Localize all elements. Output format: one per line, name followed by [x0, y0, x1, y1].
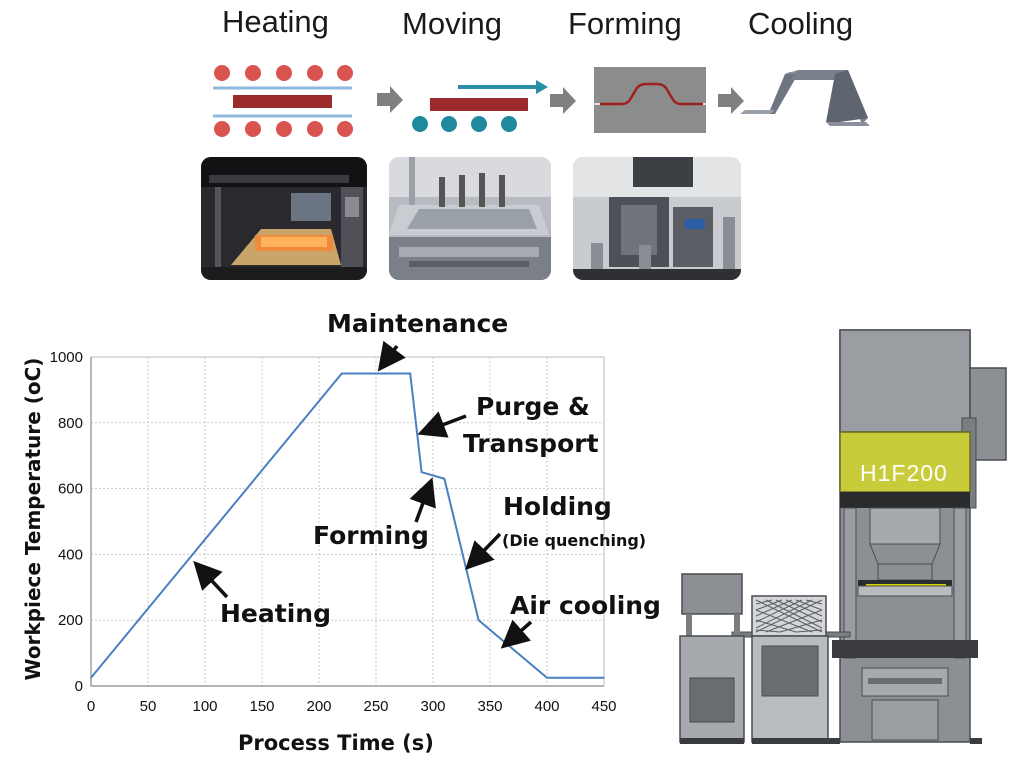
photo-forming-press	[573, 157, 741, 280]
x-tick-label: 350	[477, 698, 502, 715]
stage-label-cooling: Cooling	[748, 6, 854, 41]
hot-stamping-press-illustration	[679, 329, 1007, 744]
y-axis-label-text: Workpiece Temperature (oC)	[21, 357, 45, 681]
moving-schematic	[412, 80, 548, 132]
temperature-data-point	[90, 676, 92, 679]
process-schematic	[213, 65, 870, 137]
stage-label-heating: Heating	[222, 4, 329, 39]
y-tick-label: 800	[58, 415, 83, 432]
photo-heating-furnace	[201, 157, 367, 280]
forming-schematic	[594, 67, 706, 133]
x-tick-label: 300	[420, 698, 445, 715]
temperature-data-point	[420, 471, 423, 473]
temperature-data-point	[341, 372, 343, 375]
temperature-data-point	[477, 619, 480, 621]
press-model-label: H1F200	[860, 460, 948, 486]
x-tick-label: 150	[249, 698, 274, 715]
process-arrow-3	[718, 87, 744, 114]
press-yellow-band	[839, 431, 971, 493]
y-axis-label: Workpiece Temperature (oC)	[21, 354, 45, 684]
x-tick-label: 450	[591, 698, 616, 715]
photo-moving-transfer	[389, 157, 551, 280]
annotation-purge-line1: Purge &	[476, 392, 590, 421]
y-tick-label: 1000	[50, 349, 83, 366]
x-tick-label: 0	[87, 698, 95, 715]
x-tick-label: 400	[534, 698, 559, 715]
temperature-data-point	[409, 372, 412, 375]
annotation-maintenance: Maintenance	[327, 309, 509, 338]
y-tick-label: 600	[58, 481, 83, 498]
stage-label-moving: Moving	[402, 6, 502, 41]
x-axis-label: Process Time (s)	[238, 731, 434, 755]
annotation-forming: Forming	[313, 521, 429, 550]
annotation-holding-sub: (Die quenching)	[502, 531, 647, 550]
y-tick-label: 0	[75, 678, 83, 695]
x-tick-label: 250	[363, 698, 388, 715]
y-tick-label: 400	[58, 546, 83, 563]
annotation-holding: Holding	[503, 492, 612, 521]
stage-label-forming: Forming	[568, 6, 682, 41]
x-tick-label: 50	[140, 698, 157, 715]
annotation-air-cooling: Air cooling	[510, 591, 661, 620]
process-arrow-2	[550, 87, 576, 114]
heating-schematic	[213, 65, 353, 137]
cooling-schematic	[740, 70, 870, 126]
x-tick-label: 200	[306, 698, 331, 715]
temperature-data-point	[443, 477, 446, 480]
temperature-data-point	[546, 676, 548, 679]
temperature-data-point	[432, 474, 434, 477]
y-tick-label: 200	[58, 612, 83, 629]
annotation-heating: Heating	[220, 599, 331, 628]
x-tick-label: 100	[192, 698, 217, 715]
process-arrow-1	[377, 86, 403, 113]
annotation-purge-line2: Transport	[463, 429, 599, 458]
temperature-data-point	[603, 676, 605, 679]
